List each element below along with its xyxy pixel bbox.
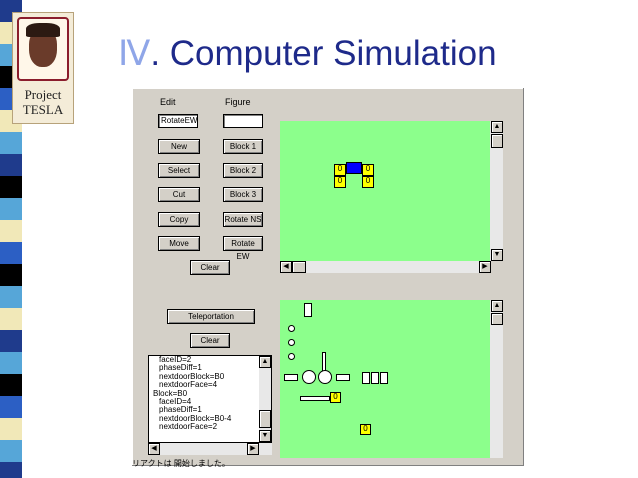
figure-horizontal-scrollbar[interactable] xyxy=(280,261,490,273)
log-line: faceID=4 xyxy=(159,397,192,407)
move-button[interactable]: Move xyxy=(158,236,200,251)
teleport-scroll-thumb[interactable] xyxy=(491,313,503,325)
slide-title: Ⅳ. Computer Simulation xyxy=(118,34,497,74)
decorative-stripe xyxy=(0,0,22,478)
log-scroll-up-icon[interactable]: ▲ xyxy=(259,356,271,368)
block2-button[interactable]: Block 2 xyxy=(223,163,263,178)
figure-label: Figure xyxy=(225,97,251,107)
part-piece[interactable] xyxy=(362,372,370,384)
figure-vertical-scrollbar[interactable] xyxy=(490,121,503,261)
log-hscrollbar[interactable] xyxy=(148,443,272,455)
log-scroll-thumb[interactable] xyxy=(259,410,271,428)
portrait-frame xyxy=(17,17,69,81)
figure-canvas[interactable] xyxy=(280,121,490,261)
rotate-ns-button[interactable]: Rotate NS xyxy=(223,212,263,227)
log-scroll-left-icon[interactable]: ◀ xyxy=(148,443,160,455)
new-button[interactable]: New xyxy=(158,139,200,154)
log-line: Block=B0 xyxy=(153,388,188,398)
log-textarea[interactable]: faceID=2 phaseDiff=1 nextdoorBlock=B0 ne… xyxy=(148,355,272,443)
log-line: phaseDiff=1 xyxy=(159,363,202,373)
log-line: nextdoorBlock=B0 xyxy=(159,371,225,381)
select-button[interactable]: Select xyxy=(158,163,200,178)
clear-bottom-button[interactable]: Clear xyxy=(190,333,230,348)
log-scroll-down-icon[interactable]: ▼ xyxy=(259,430,271,442)
scroll-right-arrow-icon[interactable]: ▶ xyxy=(479,261,491,273)
figure-field[interactable] xyxy=(223,114,263,128)
log-line: phaseDiff=1 xyxy=(159,405,202,415)
block3-button[interactable]: Block 3 xyxy=(223,187,263,202)
scroll-up-arrow-icon[interactable]: ▲ xyxy=(491,121,503,133)
block-cell[interactable]: 0 xyxy=(362,176,374,188)
scroll-left-arrow-icon[interactable]: ◀ xyxy=(280,261,292,273)
logo-line2: TESLA xyxy=(22,102,64,117)
block-connector[interactable] xyxy=(346,162,362,174)
teleport-scroll-up-icon[interactable]: ▲ xyxy=(491,300,503,312)
portrait-hair xyxy=(26,23,60,37)
block-cell[interactable]: 0 xyxy=(330,392,341,403)
part-piece[interactable] xyxy=(288,339,295,346)
log-scroll-right-icon[interactable]: ▶ xyxy=(247,443,259,455)
rotate-ew-button[interactable]: Rotate EW xyxy=(223,236,263,261)
part-piece[interactable] xyxy=(302,370,316,384)
block-cell[interactable]: 0 xyxy=(362,164,374,176)
part-piece[interactable] xyxy=(304,303,312,317)
log-line: nextdoorFace=2 xyxy=(159,422,218,432)
edit-field[interactable]: RotateEW xyxy=(158,114,198,128)
block-cell[interactable]: 0 xyxy=(360,424,371,435)
part-piece[interactable] xyxy=(300,396,330,401)
part-piece[interactable] xyxy=(318,370,332,384)
edit-label: Edit xyxy=(160,97,176,107)
part-piece[interactable] xyxy=(371,372,379,384)
part-piece[interactable] xyxy=(336,374,350,381)
teleportation-button[interactable]: Teleportation xyxy=(167,309,255,324)
log-line: nextdoorFace=4 xyxy=(159,380,218,390)
part-piece[interactable] xyxy=(380,372,388,384)
part-piece[interactable] xyxy=(288,353,295,360)
clear-top-button[interactable]: Clear xyxy=(190,260,230,275)
hscroll-thumb[interactable] xyxy=(292,261,306,273)
logo-line1: Project xyxy=(24,87,62,102)
scroll-thumb[interactable] xyxy=(491,134,503,148)
status-text: リアクトは 開始しました。 xyxy=(132,459,230,468)
title-text: . Computer Simulation xyxy=(150,34,497,73)
log-line: nextdoorBlock=B0-4 xyxy=(159,413,232,423)
cut-button[interactable]: Cut xyxy=(158,187,200,202)
log-line: faceID=2 xyxy=(159,355,192,364)
title-roman-numeral: Ⅳ xyxy=(118,34,151,73)
teleport-vertical-scrollbar[interactable] xyxy=(490,300,503,458)
scroll-down-arrow-icon[interactable]: ▼ xyxy=(491,249,503,261)
block-cell[interactable]: 0 xyxy=(334,164,346,176)
block-cell[interactable]: 0 xyxy=(334,176,346,188)
project-tesla-logo: Project TESLA xyxy=(12,12,74,124)
part-piece[interactable] xyxy=(288,325,295,332)
part-piece[interactable] xyxy=(284,374,298,381)
copy-button[interactable]: Copy xyxy=(158,212,200,227)
block1-button[interactable]: Block 1 xyxy=(223,139,263,154)
